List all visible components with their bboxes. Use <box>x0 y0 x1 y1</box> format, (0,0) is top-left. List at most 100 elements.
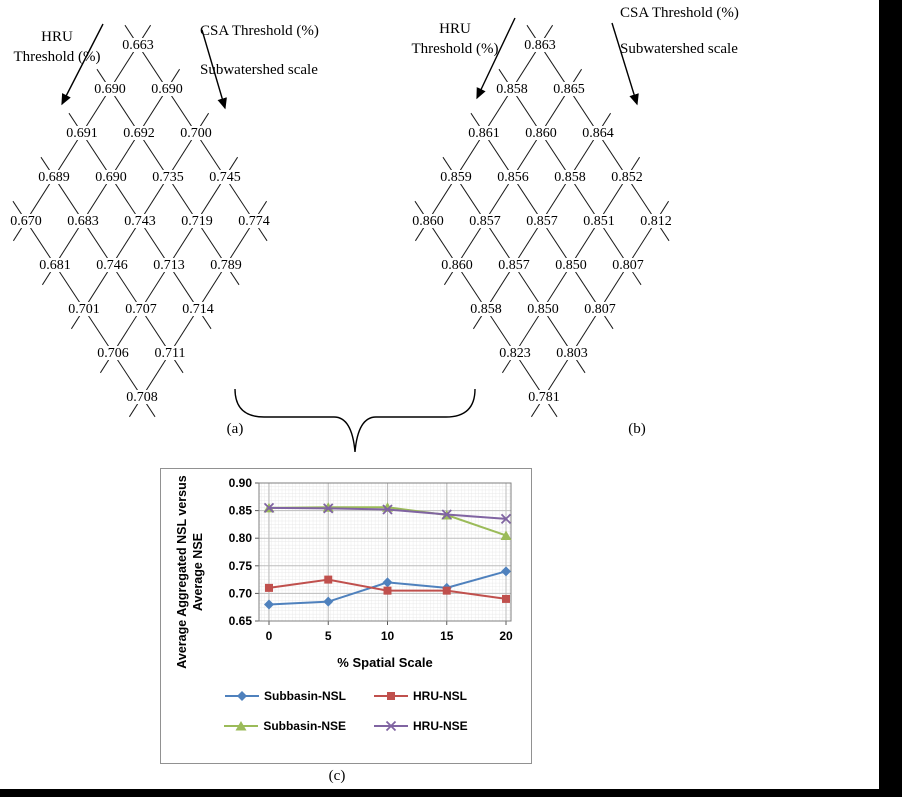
lattice-value-bg <box>639 214 673 228</box>
x-tick-label: 15 <box>440 629 454 643</box>
lattice-value-bg <box>65 126 99 140</box>
lattice-value: 0.856 <box>497 170 529 185</box>
lattice-value: 0.690 <box>94 82 126 97</box>
legend-square-icon <box>374 692 408 700</box>
lattice-value-bg <box>554 258 588 272</box>
lattice-value-bg <box>467 126 501 140</box>
axis-arrow <box>611 22 639 106</box>
lattice-value-bg <box>469 302 503 316</box>
lattice-value-bg <box>94 170 128 184</box>
lattice-value: 0.859 <box>440 170 472 185</box>
lattice-value-bg <box>124 302 158 316</box>
right-black-bar <box>879 0 902 797</box>
legend-label: HRU-NSL <box>413 689 467 703</box>
y-tick-label: 0.75 <box>229 559 253 573</box>
lattice-value: 0.683 <box>67 214 99 229</box>
lattice-value: 0.807 <box>584 302 616 317</box>
lattice-value-bg <box>67 302 101 316</box>
lattice-value-bg <box>527 390 561 404</box>
panel-b-subwatershed-line: Subwatershed scale <box>620 40 738 57</box>
lattice-value: 0.774 <box>238 214 270 229</box>
lattice-value: 0.864 <box>582 126 614 141</box>
legend-item-subbasin-nsl: Subbasin-NSL <box>224 689 346 703</box>
panel-a-subwatershed-line: Subwatershed scale <box>200 61 318 78</box>
lattice-value-bg <box>9 214 43 228</box>
y-tick-label: 0.80 <box>229 531 253 545</box>
y-tick-label: 0.85 <box>229 504 253 518</box>
panel-a-csa-axis-label: CSA Threshold (%) Subwatershed scale <box>200 22 340 80</box>
lattice-value-bg <box>152 258 186 272</box>
lattice-value-bg <box>552 82 586 96</box>
lattice-value: 0.860 <box>412 214 444 229</box>
panel-b-hru-line2: Threshold (%) <box>411 40 499 57</box>
lattice-value-bg <box>121 38 155 52</box>
lattice-value: 0.851 <box>583 214 615 229</box>
lattice-value-bg <box>439 170 473 184</box>
lattice-value-bg <box>179 126 213 140</box>
lattice-value: 0.857 <box>469 214 501 229</box>
panel-a-csa-line1: CSA Threshold (%) <box>200 23 319 39</box>
lattice-value: 0.812 <box>640 214 672 229</box>
lattice-value: 0.781 <box>528 390 560 405</box>
y-tick-label: 0.70 <box>229 586 253 600</box>
lattice-value-bg <box>468 214 502 228</box>
lattice-value: 0.690 <box>151 82 183 97</box>
axis-arrow <box>476 17 516 100</box>
lattice-value-bg <box>582 214 616 228</box>
panel-c-chart: Average Aggregated NSL versus Average NS… <box>160 468 532 764</box>
x-tick-label: 0 <box>266 629 273 643</box>
connector-brace <box>234 388 476 453</box>
lattice-value: 0.865 <box>553 82 585 97</box>
lattice-value-bg <box>95 258 129 272</box>
x-tick-label: 20 <box>499 629 513 643</box>
lattice-value-bg <box>611 258 645 272</box>
lattice-value-bg <box>498 346 532 360</box>
bottom-black-bar <box>0 789 902 797</box>
legend-diamond-icon <box>224 691 259 701</box>
lattice-value-bg <box>96 346 130 360</box>
lattice-value: 0.711 <box>155 346 186 361</box>
panel-a-caption: (a) <box>226 421 244 437</box>
legend-item-hru-nsl: HRU-NSL <box>374 689 467 703</box>
lattice-value: 0.803 <box>556 346 588 361</box>
lattice-value-bg <box>495 82 529 96</box>
lattice-value: 0.746 <box>96 258 128 273</box>
legend-label: HRU-NSE <box>413 719 468 733</box>
lattice-value-bg <box>209 258 243 272</box>
lattice-value: 0.692 <box>123 126 155 141</box>
lattice-value: 0.735 <box>152 170 184 185</box>
x-tick-label: 5 <box>325 629 332 643</box>
lattice-value-bg <box>581 126 615 140</box>
panel-a-hru-line1: HRU <box>41 29 73 45</box>
lattice-value-bg <box>150 82 184 96</box>
legend-triangle-icon <box>224 721 259 731</box>
lattice-value: 0.670 <box>10 214 42 229</box>
axis-arrow <box>201 29 227 110</box>
panel-b-caption: (b) <box>628 421 646 437</box>
lattice-value: 0.690 <box>95 170 127 185</box>
lattice-value: 0.743 <box>124 214 156 229</box>
panel-b-csa-line1: CSA Threshold (%) <box>620 5 739 21</box>
lattice-value: 0.850 <box>555 258 587 273</box>
legend-label: Subbasin-NSE <box>263 719 346 733</box>
lattice-value: 0.713 <box>153 258 185 273</box>
y-tick-label: 0.65 <box>229 614 253 628</box>
lattice-value-bg <box>553 170 587 184</box>
lattice-value: 0.689 <box>38 170 70 185</box>
lattice-value-bg <box>125 390 159 404</box>
lattice-value-bg <box>411 214 445 228</box>
lattice-value: 0.823 <box>499 346 531 361</box>
lattice-value-bg <box>93 82 127 96</box>
legend-label: Subbasin-NSL <box>263 689 346 703</box>
lattice-value: 0.858 <box>554 170 586 185</box>
lattice-value-bg <box>153 346 187 360</box>
lattice-value: 0.681 <box>39 258 71 273</box>
panel-b-hru-axis-label: HRU Threshold (%) <box>405 20 505 59</box>
lattice-value: 0.850 <box>527 302 559 317</box>
lattice-value-bg <box>38 258 72 272</box>
lattice-value-bg <box>523 38 557 52</box>
brace-path <box>234 388 476 453</box>
